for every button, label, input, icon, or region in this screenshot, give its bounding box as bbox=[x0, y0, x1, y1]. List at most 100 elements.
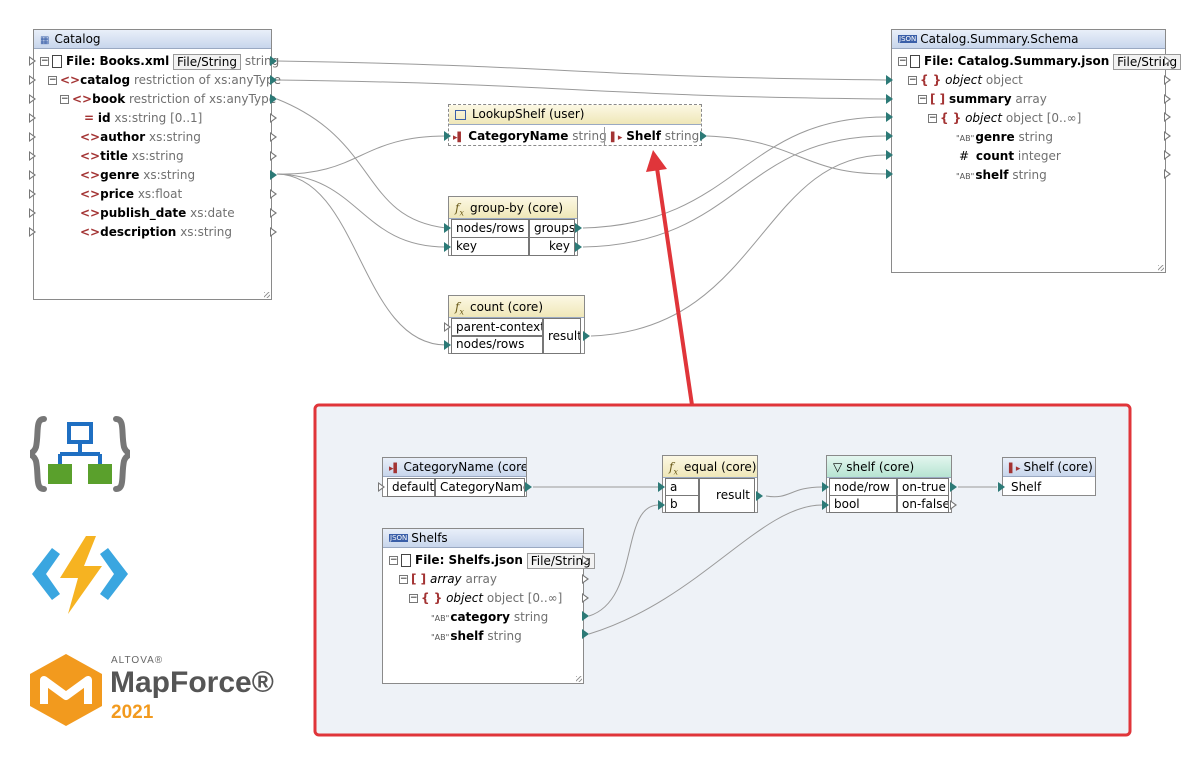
shelfs-file-string-button[interactable]: File/String bbox=[526, 552, 595, 569]
output-connector[interactable] bbox=[950, 500, 957, 510]
shelfs-file-row[interactable]: −File: Shelfs.json File/String bbox=[389, 551, 595, 570]
categoryname-core-component[interactable]: ▸▌CategoryName (core) default CategoryNa… bbox=[382, 457, 527, 497]
author-node-row[interactable]: <>author xs:string bbox=[80, 128, 201, 147]
collapse-icon[interactable]: − bbox=[908, 75, 917, 85]
count-input-nodes[interactable]: nodes/rows bbox=[451, 335, 543, 354]
filter-input-node-row[interactable]: node/row bbox=[829, 478, 897, 496]
groupby-output-groups[interactable]: groups bbox=[529, 219, 575, 238]
filter-output-on-true[interactable]: on-true bbox=[897, 478, 949, 496]
shelfs-category-row[interactable]: "AB"category string bbox=[431, 608, 548, 627]
resize-grip[interactable] bbox=[576, 676, 582, 682]
output-connector[interactable] bbox=[1164, 169, 1171, 179]
summary-shelf-row[interactable]: "AB"shelf string bbox=[956, 166, 1047, 185]
input-connector[interactable] bbox=[998, 482, 1005, 492]
input-connector[interactable] bbox=[886, 94, 893, 104]
input-connector[interactable] bbox=[658, 500, 665, 510]
input-connector[interactable] bbox=[29, 113, 36, 123]
output-connector[interactable] bbox=[700, 131, 707, 141]
input-connector[interactable] bbox=[886, 150, 893, 160]
input-connector[interactable] bbox=[444, 340, 451, 350]
shelf-filter-component[interactable]: ▽shelf (core) node/row bool on-true on-f… bbox=[826, 455, 952, 513]
input-connector[interactable] bbox=[29, 132, 36, 142]
count-output-result[interactable]: result bbox=[543, 318, 581, 354]
output-connector[interactable] bbox=[1164, 75, 1171, 85]
categoryname-core-header[interactable]: ▸▌CategoryName (core) bbox=[383, 458, 526, 477]
input-connector[interactable] bbox=[29, 151, 36, 161]
input-connector[interactable] bbox=[886, 112, 893, 122]
input-connector[interactable] bbox=[886, 131, 893, 141]
output-connector[interactable] bbox=[1164, 94, 1171, 104]
input-connector[interactable] bbox=[378, 482, 385, 492]
catalog-file-string-button[interactable]: File/String bbox=[173, 53, 241, 70]
output-connector[interactable] bbox=[270, 132, 277, 142]
input-connector[interactable] bbox=[29, 94, 36, 104]
shelf-core-input[interactable]: Shelf bbox=[1011, 480, 1042, 494]
publish-date-node-row[interactable]: <>publish_date xs:date bbox=[80, 204, 235, 223]
collapse-icon[interactable]: − bbox=[40, 56, 49, 66]
id-node-row[interactable]: = id xs:string [0..1] bbox=[84, 109, 202, 128]
collapse-icon[interactable]: − bbox=[389, 555, 398, 565]
resize-grip[interactable] bbox=[1158, 265, 1164, 271]
output-connector[interactable] bbox=[270, 189, 277, 199]
summary-count-row[interactable]: # count integer bbox=[956, 147, 1061, 166]
input-connector[interactable] bbox=[444, 242, 451, 252]
shelfs-array-row[interactable]: −[ ] array array bbox=[399, 570, 497, 589]
output-connector[interactable] bbox=[270, 170, 277, 180]
output-connector[interactable] bbox=[575, 223, 582, 233]
equal-output-result[interactable]: result bbox=[699, 478, 755, 513]
input-connector[interactable] bbox=[29, 75, 36, 85]
shelfs-object-row[interactable]: −{ } object object [0..∞] bbox=[409, 589, 562, 608]
book-node-row[interactable]: −<>book restriction of xs:anyType bbox=[60, 90, 276, 109]
price-node-row[interactable]: <>price xs:float bbox=[80, 185, 182, 204]
lookupshelf-header[interactable]: LookupShelf (user) bbox=[449, 105, 701, 125]
shelfs-shelf-row[interactable]: "AB"shelf string bbox=[431, 627, 522, 646]
output-connector[interactable] bbox=[270, 94, 277, 104]
catalog-header[interactable]: ▦Catalog bbox=[34, 30, 271, 49]
input-connector[interactable] bbox=[822, 500, 829, 510]
input-connector[interactable] bbox=[444, 223, 451, 233]
output-connector[interactable] bbox=[270, 75, 277, 85]
collapse-icon[interactable]: − bbox=[918, 94, 927, 104]
collapse-icon[interactable]: − bbox=[409, 593, 418, 603]
output-connector[interactable] bbox=[583, 331, 590, 341]
output-connector[interactable] bbox=[270, 208, 277, 218]
catalog-component[interactable]: ▦Catalog −File: Books.xml File/String st… bbox=[33, 29, 281, 300]
description-node-row[interactable]: <>description xs:string bbox=[80, 223, 232, 242]
filter-output-on-false[interactable]: on-false bbox=[897, 495, 949, 513]
summary-item-object-row[interactable]: −{ } object object [0..∞] bbox=[928, 109, 1081, 128]
output-connector[interactable] bbox=[270, 151, 277, 161]
output-connector[interactable] bbox=[575, 242, 582, 252]
shelf-filter-header[interactable]: ▽shelf (core) bbox=[827, 456, 951, 478]
input-connector[interactable] bbox=[29, 189, 36, 199]
filter-input-bool[interactable]: bool bbox=[829, 495, 897, 513]
input-connector[interactable] bbox=[886, 169, 893, 179]
equal-input-b[interactable]: b bbox=[665, 495, 699, 513]
lookup-input-row[interactable]: ▸▌ CategoryName string bbox=[453, 127, 607, 146]
output-connector[interactable] bbox=[1164, 112, 1171, 122]
lookupshelf-component[interactable]: LookupShelf (user) ▸▌ CategoryName strin… bbox=[448, 104, 702, 146]
input-connector[interactable] bbox=[444, 322, 451, 332]
shelf-core-header[interactable]: ▌▸Shelf (core) bbox=[1003, 458, 1095, 477]
collapse-icon[interactable]: − bbox=[48, 75, 57, 85]
lookup-output-row[interactable]: ▌▸ Shelf string bbox=[611, 127, 699, 146]
groupby-input-nodes[interactable]: nodes/rows bbox=[451, 219, 529, 238]
collapse-icon[interactable]: − bbox=[928, 113, 937, 123]
catalog-file-row[interactable]: −File: Books.xml File/String string bbox=[40, 52, 279, 71]
input-connector[interactable] bbox=[29, 208, 36, 218]
output-connector[interactable] bbox=[950, 482, 957, 492]
summary-genre-row[interactable]: "AB"genre string bbox=[956, 128, 1053, 147]
output-connector[interactable] bbox=[1164, 56, 1171, 66]
input-connector[interactable] bbox=[29, 227, 36, 237]
resize-grip[interactable] bbox=[264, 292, 270, 298]
summary-object-row[interactable]: −{ } object object bbox=[908, 71, 1023, 90]
